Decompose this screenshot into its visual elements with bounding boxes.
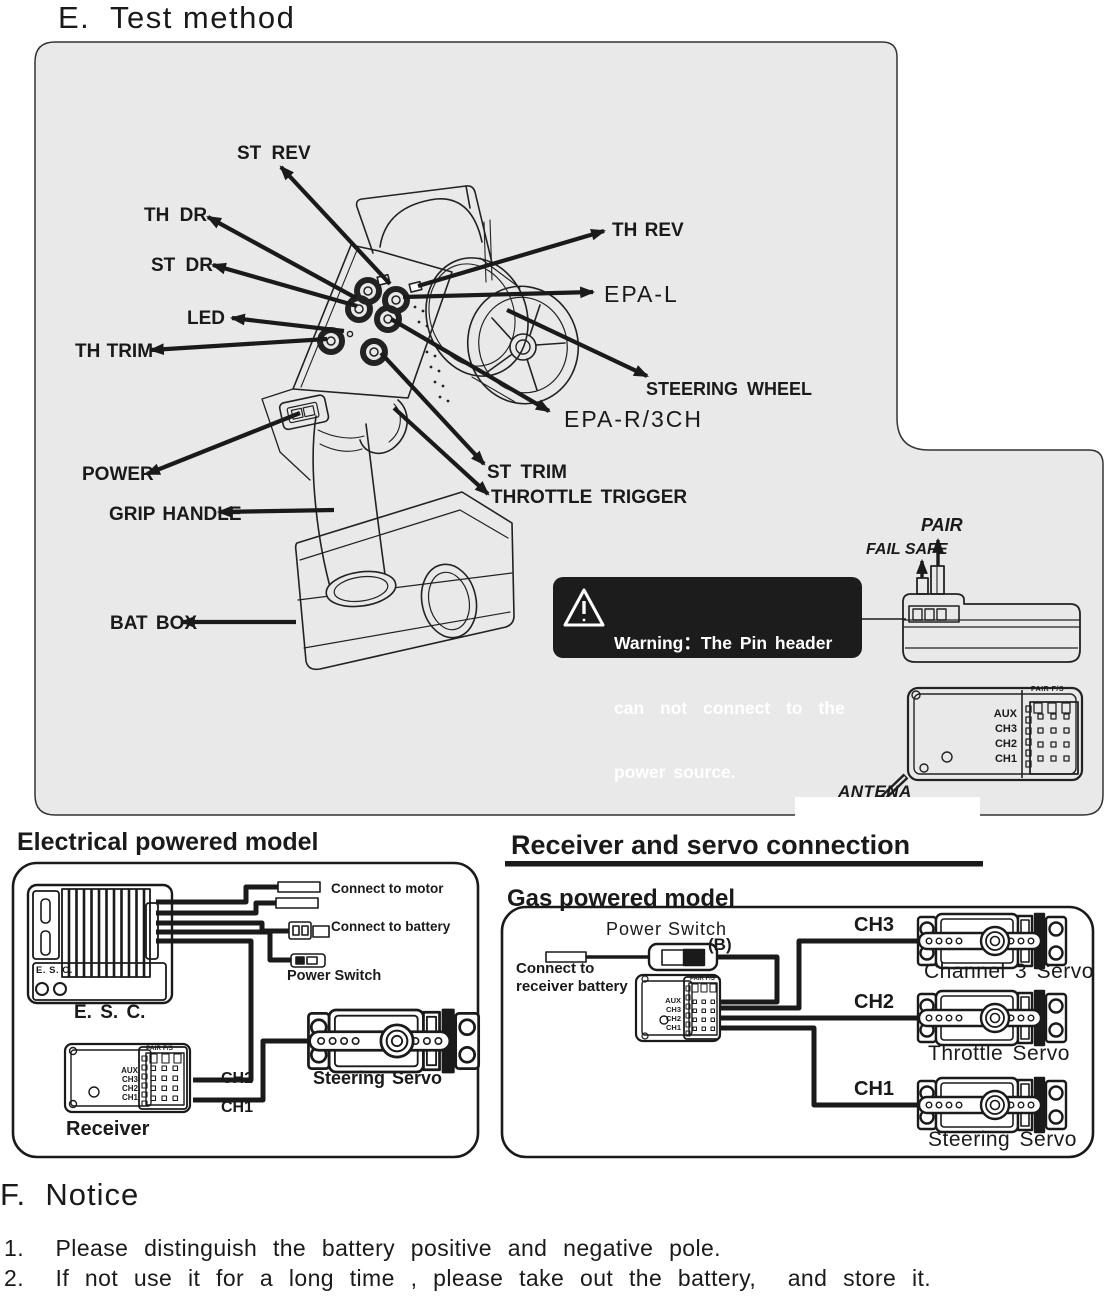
label-grip-handle: GRIP HANDLE bbox=[109, 504, 242, 525]
section-heading: Receiver and servo connection bbox=[511, 830, 911, 860]
connect-receiver-battery-line2: receiver battery bbox=[516, 978, 628, 995]
receiver-label-electrical: Receiver bbox=[66, 1118, 150, 1140]
grx-ch-1: CH1 bbox=[665, 1023, 681, 1032]
grip-handle-drawing bbox=[312, 415, 388, 595]
throttle-servo-label: Throttle Servo bbox=[928, 1042, 1070, 1065]
label-arrows bbox=[145, 165, 944, 628]
battery-connector bbox=[288, 921, 312, 940]
label-steering-wheel: STEERING WHEEL bbox=[646, 379, 813, 399]
label-bat-box: BAT BOX bbox=[110, 613, 198, 634]
label-epa-l: EPA-L bbox=[604, 281, 679, 307]
label-st-trim: ST TRIM bbox=[487, 462, 567, 483]
steering-servo-label-gas: Steering Servo bbox=[928, 1128, 1077, 1151]
motor-connector-2 bbox=[275, 897, 319, 909]
warning-text: Warning：The Pin header can not connect t… bbox=[614, 590, 845, 805]
rx-ch-aux: AUX bbox=[993, 708, 1017, 720]
label-pair: PAIR bbox=[921, 515, 963, 535]
label-ch2-gas: CH2 bbox=[854, 991, 895, 1013]
erx-ch-2: CH2 bbox=[121, 1084, 138, 1093]
gas-box bbox=[500, 905, 1095, 1159]
steering-wheel-drawing bbox=[425, 257, 580, 405]
warning-callout bbox=[553, 577, 906, 658]
label-fail-safe: FAIL SAFE bbox=[866, 541, 948, 558]
erx-ch-1: CH1 bbox=[121, 1093, 138, 1102]
page-title: E. Test method bbox=[58, 0, 296, 35]
white-patch bbox=[795, 797, 980, 821]
label-ch1-electrical: CH1 bbox=[221, 1099, 254, 1116]
rx-ch-3: CH3 bbox=[994, 723, 1017, 735]
section-underline bbox=[505, 861, 983, 867]
esc-wires bbox=[156, 884, 310, 1103]
warning-line-3: power source. bbox=[614, 762, 736, 782]
notice-item-2: 2. If not use it for a long time , pleas… bbox=[4, 1265, 932, 1291]
notice-heading: F. Notice bbox=[0, 1177, 140, 1212]
esc-label: E. S. C. bbox=[74, 1002, 146, 1023]
gas-heading: Gas powered model bbox=[507, 885, 736, 912]
grx-pins-header: PAIR F/S bbox=[690, 976, 715, 982]
label-ch3-gas: CH3 bbox=[854, 914, 895, 936]
label-antenna: ANTENA bbox=[838, 783, 912, 798]
label-ch2-electrical: CH2 bbox=[221, 1070, 254, 1087]
connect-receiver-battery-line1: Connect to bbox=[516, 960, 595, 977]
label-throttle-trigger: THROTTLE TRIGGER bbox=[491, 487, 688, 508]
led-dot bbox=[346, 330, 354, 338]
b-tag-label: (B) bbox=[708, 935, 732, 954]
receiver-top-drawing bbox=[879, 686, 1084, 802]
battery-box-drawing bbox=[294, 491, 515, 671]
rx-pins-header: PAIR F/S bbox=[1031, 686, 1065, 693]
grx-ch-2: CH2 bbox=[665, 1014, 681, 1023]
steering-servo-label-electrical: Steering Servo bbox=[313, 1068, 443, 1088]
label-power: POWER bbox=[82, 464, 154, 485]
electrical-heading: Electrical powered model bbox=[17, 828, 319, 856]
grx-ch-aux: AUX bbox=[665, 996, 681, 1005]
warning-line-2: can not connect to the bbox=[614, 697, 845, 718]
throttle-trigger-drawing bbox=[359, 399, 408, 455]
steering-servo-drawing-gas bbox=[916, 1076, 1068, 1134]
label-epa-r-3ch: EPA-R/3CH bbox=[564, 406, 703, 432]
connect-to-battery-label: Connect to battery bbox=[331, 919, 451, 934]
erx-ch-3: CH3 bbox=[121, 1075, 138, 1084]
label-st-rev: ST REV bbox=[237, 143, 311, 164]
steering-servo-drawing-electrical bbox=[307, 1008, 481, 1074]
receiver-side-drawing bbox=[902, 565, 1081, 663]
electrical-receiver-drawing bbox=[63, 1042, 192, 1114]
label-st-dr: ST DR bbox=[151, 255, 213, 276]
grx-ch-3: CH3 bbox=[665, 1005, 681, 1014]
label-th-dr: TH DR bbox=[144, 205, 208, 226]
label-th-trim: TH TRIM bbox=[75, 341, 154, 362]
esc-drawing bbox=[26, 883, 174, 1005]
channel3-servo-label: Channel 3 Servo bbox=[924, 960, 1094, 983]
power-switch-small bbox=[290, 953, 326, 968]
power-switch-label-electrical: Power Switch bbox=[287, 968, 382, 984]
electrical-box bbox=[11, 861, 481, 1159]
notice-item-1: 1. Please distinguish the battery positi… bbox=[4, 1235, 721, 1261]
gas-wires bbox=[586, 938, 918, 1108]
esc-small-label: E. S. C. bbox=[36, 965, 73, 976]
warning-line-1: Warning：The Pin header bbox=[614, 633, 833, 653]
throttle-servo-drawing bbox=[916, 989, 1068, 1047]
label-th-rev: TH REV bbox=[612, 220, 684, 241]
erx-pins-header: PAIR F/S bbox=[146, 1045, 173, 1052]
gas-receiver-drawing bbox=[634, 973, 722, 1043]
warning-icon bbox=[563, 588, 605, 627]
transmitter-drawing bbox=[261, 185, 580, 671]
label-ch1-gas: CH1 bbox=[854, 1078, 895, 1100]
power-switch-label-gas: Power Switch bbox=[606, 919, 728, 939]
rx-ch-2: CH2 bbox=[994, 738, 1017, 750]
connect-to-motor-label: Connect to motor bbox=[331, 881, 444, 896]
rx-ch-1: CH1 bbox=[994, 753, 1017, 765]
erx-ch-aux: AUX bbox=[121, 1066, 138, 1075]
trim-knobs bbox=[317, 277, 410, 366]
motor-connector-1 bbox=[277, 881, 321, 893]
label-led: LED bbox=[187, 308, 225, 329]
